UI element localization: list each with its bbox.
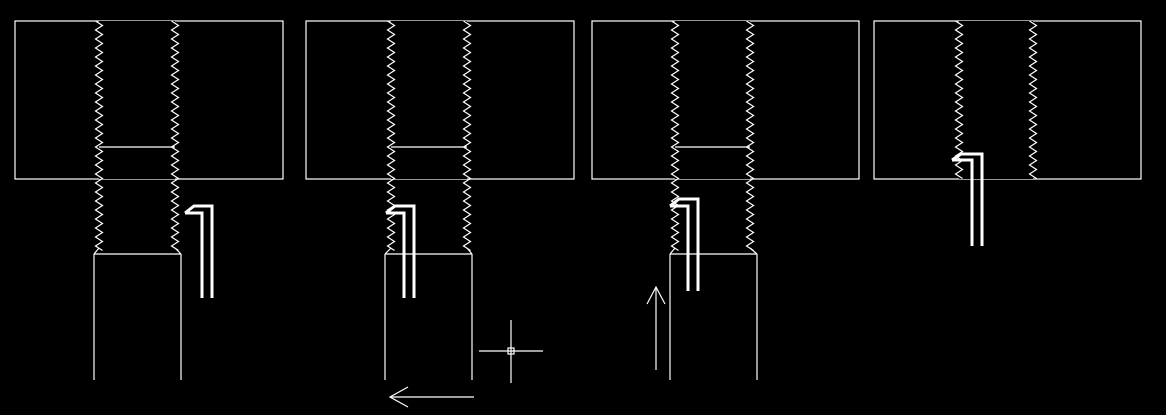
stage-2-thread-right	[462, 20, 472, 252]
stage-1-thread-right	[170, 20, 180, 252]
stage-3-thread-left	[670, 20, 680, 252]
stage-1-thread-left	[94, 20, 104, 252]
stage-1-workpiece	[93, 247, 182, 380]
stage-2-workpiece	[384, 247, 473, 380]
stage-2-cutting-tool-icon	[385, 204, 416, 298]
stage-4-thread-right	[1028, 20, 1038, 180]
crosshair-cursor-icon	[479, 320, 543, 383]
stage-2-left-arrow-icon	[388, 386, 474, 408]
stage-3-block	[591, 20, 860, 180]
stage-4-group	[873, 20, 1142, 246]
stage-3-workpiece	[669, 247, 758, 380]
stage-2-block	[305, 20, 575, 180]
stage-3-up-arrow-icon	[646, 285, 666, 370]
stage-4-thread-left	[954, 20, 964, 180]
stage-1-block	[14, 20, 284, 180]
stage-1-cutting-tool-icon	[184, 204, 214, 298]
stage-4-block	[873, 20, 1142, 180]
stage-1-group	[14, 20, 284, 380]
stage-2-group	[305, 20, 575, 408]
stage-3-group	[591, 20, 860, 380]
stage-3-cutting-tool-icon	[669, 197, 700, 291]
stage-3-thread-right	[745, 20, 755, 252]
stage-4-cutting-tool-icon	[951, 152, 984, 246]
